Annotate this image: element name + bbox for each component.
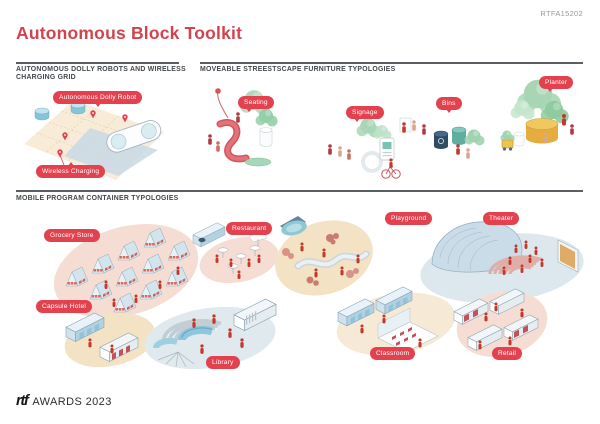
- label-signage: Signage: [346, 106, 384, 123]
- label-grocery-store: Grocery Store: [44, 229, 100, 242]
- label-classroom: Classroom: [370, 347, 416, 360]
- section-dolly-rule: [16, 62, 179, 64]
- art-dolly-robots: [24, 100, 164, 180]
- label-retail: Retail: [492, 347, 523, 360]
- art-classroom: [336, 286, 456, 356]
- label-bins: Bins: [436, 97, 462, 114]
- entry-code: RTFA15202: [540, 9, 583, 18]
- art-library: [144, 298, 277, 370]
- art-retail: [453, 288, 548, 357]
- label-library: Library: [206, 356, 240, 369]
- label-playground: Playground: [385, 212, 433, 225]
- art-bins: [399, 117, 485, 159]
- label-restaurant: Restaurant: [226, 222, 273, 235]
- art-signage: [328, 118, 401, 179]
- page-title: Autonomous Block Toolkit: [16, 23, 243, 43]
- section-furniture-heading: MOVEABLE STREESTSCAPE FURNITURE TYPOLOGI…: [200, 66, 396, 73]
- awards-text: AWARDS 2023: [32, 396, 112, 408]
- awards-logo: rtf AWARDS 2023: [16, 392, 112, 409]
- section-furniture-rule: [200, 62, 583, 64]
- section-dolly-heading: AUTONOMOUS DOLLY ROBOTS AND WIRELESS CHA…: [16, 66, 186, 82]
- label-capsule-hotel: Capsule Hotel: [36, 300, 93, 313]
- section-containers-heading: MOBILE PROGRAM CONTAINER TYPOLOGIES: [16, 195, 179, 202]
- label-autonomous-dolly-robot: Autonomous Dolly Robot: [53, 91, 143, 108]
- art-planter: [500, 79, 574, 151]
- label-seating: Seating: [238, 96, 274, 113]
- art-grocery-store: [53, 224, 199, 318]
- rtf-logo: rtf: [16, 392, 29, 409]
- art-seating: [208, 88, 278, 167]
- art-playground: [275, 216, 373, 296]
- art-theater: [420, 221, 584, 303]
- label-planter: Planter: [539, 76, 574, 93]
- art-capsule-hotel: [64, 312, 156, 368]
- label-theater: Theater: [483, 212, 520, 225]
- label-wireless-charging: Wireless Charging: [36, 161, 106, 178]
- section-containers-rule: [16, 190, 583, 192]
